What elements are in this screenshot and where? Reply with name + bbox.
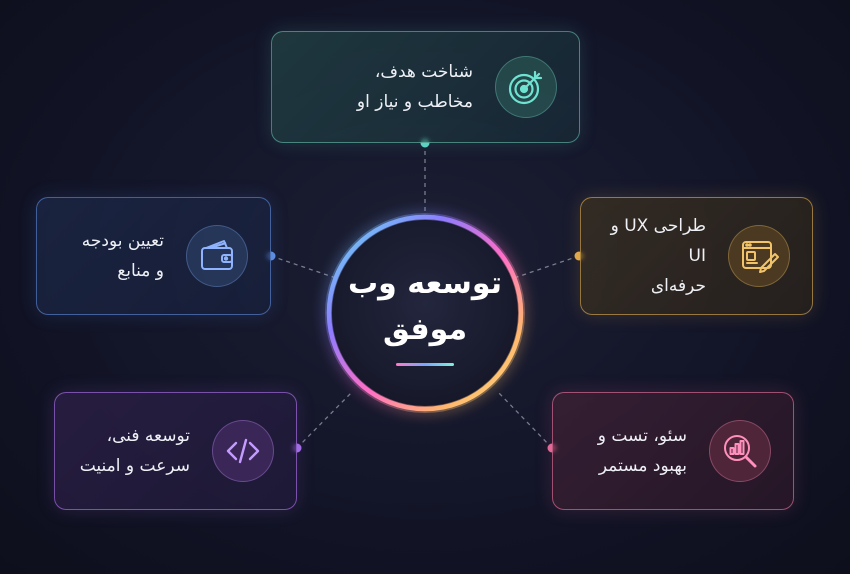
design-tool-icon bbox=[728, 225, 790, 287]
center-underline bbox=[396, 362, 454, 366]
node-card-budget: تعیین بودجه و منابع bbox=[36, 197, 271, 315]
node-card-design: طراحی UX و UI حرفه‌ای bbox=[580, 197, 813, 315]
center-ring bbox=[326, 214, 524, 412]
node-label-development: توسعه فنی، سرعت و امنیت bbox=[77, 421, 190, 481]
node-label-development-line2: سرعت و امنیت bbox=[79, 456, 190, 476]
node-card-seo: سئو، تست و بهبود مستمر bbox=[552, 392, 794, 510]
node-label-development-line1: توسعه فنی، bbox=[106, 426, 190, 446]
center-hub: توسعه وب موفق bbox=[326, 214, 524, 412]
node-label-design-line2: حرفه‌ای bbox=[650, 276, 706, 296]
connector-left bbox=[270, 255, 337, 279]
node-label-design-line1: طراحی UX و UI bbox=[610, 216, 706, 266]
node-card-development: توسعه فنی، سرعت و امنیت bbox=[54, 392, 297, 510]
node-card-goal: شناخت هدف، مخاطب و نیاز او bbox=[271, 31, 580, 143]
node-label-seo-line2: بهبود مستمر bbox=[598, 456, 687, 476]
node-label-budget-line2: و منابع bbox=[117, 261, 164, 281]
connector-bottom-right bbox=[497, 391, 553, 449]
node-label-goal-line1: شناخت هدف، bbox=[374, 62, 473, 82]
center-title: توسعه وب موفق bbox=[348, 261, 502, 353]
code-icon bbox=[212, 420, 274, 482]
target-icon bbox=[495, 56, 557, 118]
connector-bottom-left bbox=[296, 391, 353, 449]
center-title-line1: توسعه وب bbox=[348, 265, 502, 301]
center-title-line2: موفق bbox=[382, 311, 468, 347]
center-disc bbox=[332, 220, 518, 406]
node-label-seo-line1: سئو، تست و bbox=[597, 426, 687, 446]
node-label-goal: شناخت هدف، مخاطب و نیاز او bbox=[294, 57, 473, 117]
node-label-budget: تعیین بودجه و منابع bbox=[59, 226, 164, 286]
node-label-seo: سئو، تست و بهبود مستمر bbox=[575, 421, 687, 481]
node-label-goal-line2: مخاطب و نیاز او bbox=[356, 92, 473, 112]
wallet-icon bbox=[186, 225, 248, 287]
analytics-search-icon bbox=[709, 420, 771, 482]
connector-right bbox=[513, 255, 580, 279]
node-label-budget-line1: تعیین بودجه bbox=[81, 231, 164, 251]
node-label-design: طراحی UX و UI حرفه‌ای bbox=[603, 211, 706, 301]
